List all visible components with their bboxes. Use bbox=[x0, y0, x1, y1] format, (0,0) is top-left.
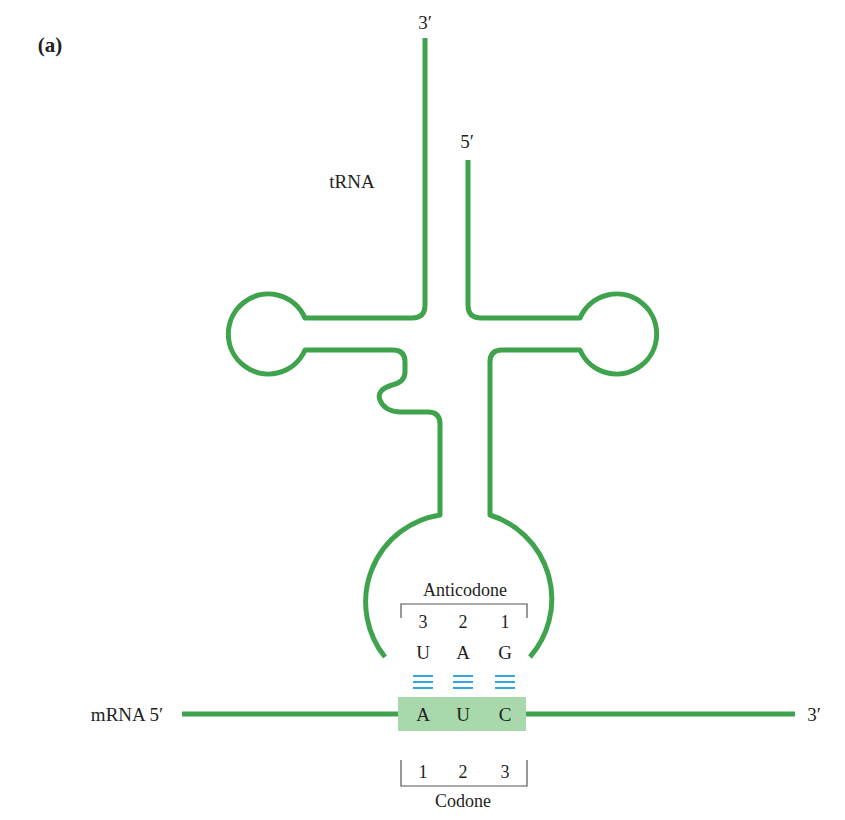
region-label: Codone bbox=[435, 792, 491, 810]
codon-bracket bbox=[401, 760, 527, 786]
molecule-name: tRNA bbox=[329, 172, 374, 191]
end-label: 3′ bbox=[807, 705, 821, 724]
region-label: Anticodone bbox=[423, 581, 507, 599]
end-label: 3′ bbox=[418, 13, 432, 32]
base-pair-bond bbox=[495, 676, 515, 688]
position-number: 3 bbox=[419, 613, 428, 631]
position-number: 2 bbox=[459, 763, 468, 781]
codon-box: AUC bbox=[398, 697, 526, 731]
molecule-name: mRNA 5′ bbox=[91, 705, 163, 724]
panel-letter: (a) bbox=[38, 35, 63, 56]
base-letter: A bbox=[416, 705, 430, 724]
base-letter: G bbox=[498, 643, 512, 662]
position-number: 1 bbox=[419, 763, 428, 781]
mrna-strand bbox=[182, 712, 398, 717]
base-pair-bond bbox=[413, 676, 433, 688]
mrna-strand bbox=[526, 712, 795, 717]
end-label: 5′ bbox=[460, 132, 474, 151]
position-number: 1 bbox=[501, 613, 510, 631]
position-number: 2 bbox=[459, 613, 468, 631]
base-letter: C bbox=[499, 705, 512, 724]
base-pair-bond bbox=[453, 676, 473, 688]
base-letter: U bbox=[456, 705, 470, 724]
base-letter: U bbox=[416, 643, 430, 662]
base-letter: A bbox=[456, 643, 470, 662]
trna-strand-3prime bbox=[228, 38, 440, 657]
position-number: 3 bbox=[501, 763, 510, 781]
